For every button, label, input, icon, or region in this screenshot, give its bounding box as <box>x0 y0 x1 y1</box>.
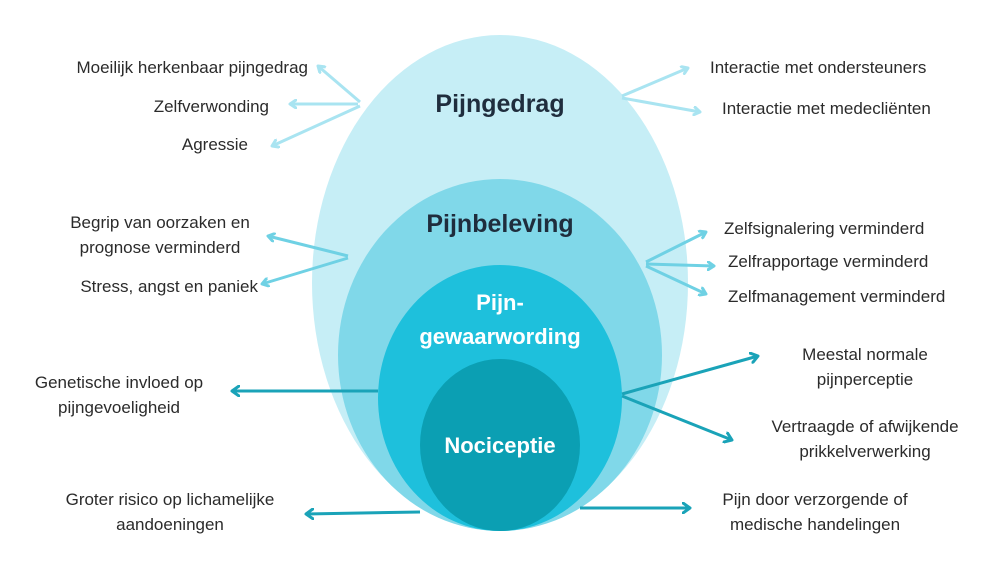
arrow-zelfmanagement <box>645 264 706 294</box>
label-risico: Groter risico op lichamelijke aandoening… <box>40 487 300 537</box>
title-pijngedrag: Pijngedrag <box>435 90 565 118</box>
arrow-zelfsignalering <box>645 232 706 264</box>
label-genetisch-line1: Genetische invloed op <box>34 373 204 392</box>
label-zelfsignalering: Zelfsignalering verminderd <box>724 219 925 238</box>
label-begrip-line1: Begrip van oorzaken en <box>70 213 250 232</box>
label-genetisch-line2: pijngevoeligheid <box>58 398 180 417</box>
arrow-ondersteuners <box>621 68 688 98</box>
layer-nociceptie <box>420 359 580 531</box>
label-zelfmanagement: Zelfmanagement verminderd <box>728 287 946 306</box>
label-herkenbaar: Moeilijk herkenbaar pijngedrag <box>76 58 308 77</box>
arrow-normaal <box>621 356 758 396</box>
arrow-stress <box>262 256 349 284</box>
title-pijnbeleving: Pijnbeleving <box>426 210 574 238</box>
title-nociceptie: Nociceptie <box>444 433 556 458</box>
arrow-vertraagd <box>621 394 732 440</box>
label-handelingen-line2: medische handelingen <box>729 515 901 534</box>
title-pijngewaarwording-line1: Pijn- <box>476 290 524 315</box>
title-pijngewaarwording-line2: gewaarwording <box>419 324 581 349</box>
arrow-medeclienten <box>621 96 700 112</box>
label-normaal-line1: Meestal normale <box>802 345 928 364</box>
label-ondersteuners: Interactie met ondersteuners <box>710 58 927 77</box>
label-vertraagd-line2: prikkelverwerking <box>799 442 931 461</box>
label-vertraagd-line1: Vertraagde of afwijkende <box>771 417 959 436</box>
label-zelfrapportage: Zelfrapportage verminderd <box>728 252 929 271</box>
label-zelfverwonding: Zelfverwonding <box>153 97 269 116</box>
label-risico-line1: Groter risico op lichamelijke <box>65 490 275 509</box>
arrow-agressie <box>272 104 361 146</box>
label-normaal-line2: pijnperceptie <box>816 370 914 389</box>
label-vertraagd: Vertraagde of afwijkende prikkelverwerki… <box>750 414 980 464</box>
label-stress: Stress, angst en paniek <box>80 277 258 296</box>
label-risico-line2: aandoeningen <box>116 515 224 534</box>
arrow-begrip <box>268 236 349 258</box>
label-handelingen-line1: Pijn door verzorgende of <box>722 490 908 509</box>
arrow-zelfrapportage <box>645 264 714 266</box>
label-genetisch: Genetische invloed op pijngevoeligheid <box>14 370 224 420</box>
label-begrip: Begrip van oorzaken en prognose verminde… <box>40 210 280 260</box>
arrow-herkenbaar <box>318 66 361 104</box>
label-handelingen: Pijn door verzorgende of medische handel… <box>700 487 930 537</box>
label-begrip-line2: prognose verminderd <box>79 238 241 257</box>
title-pijngewaarwording: Pijn- gewaarwording <box>380 286 620 354</box>
arrow-risico <box>306 512 421 514</box>
label-medeclienten: Interactie met medecliënten <box>722 99 931 118</box>
label-normaal: Meestal normale pijnperceptie <box>770 342 960 392</box>
label-agressie: Agressie <box>181 135 248 154</box>
